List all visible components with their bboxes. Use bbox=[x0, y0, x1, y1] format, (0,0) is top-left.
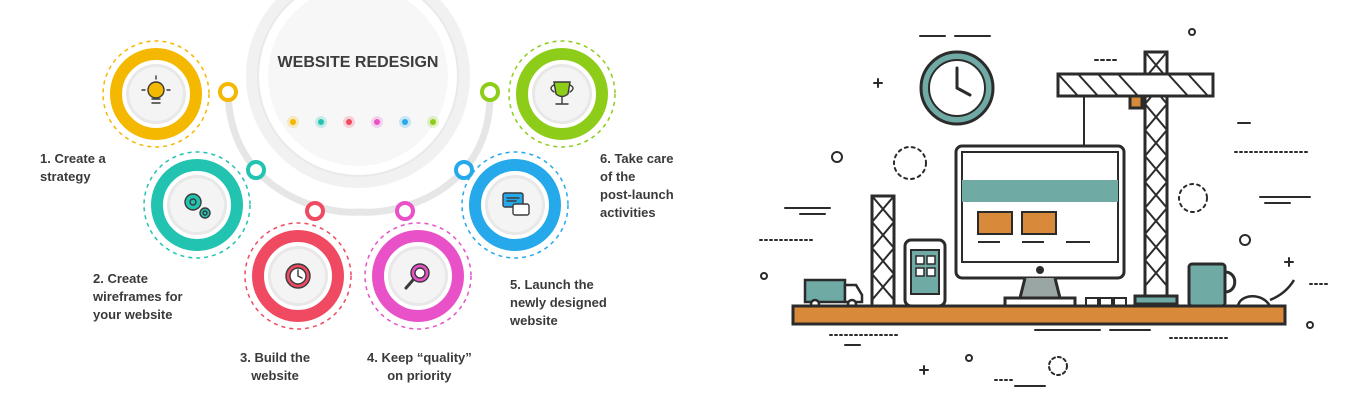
step-4-label: 4. Keep “quality” on priority bbox=[367, 350, 472, 383]
progress-dot bbox=[430, 119, 436, 125]
step-4-circle bbox=[364, 222, 472, 330]
step-5-label: 5. Launch the newly designed website bbox=[510, 277, 607, 328]
connector-dots bbox=[218, 82, 500, 221]
step-6-label: 6. Take care of the post-launch activiti… bbox=[600, 151, 674, 220]
clock-icon bbox=[919, 50, 995, 126]
progress-dot bbox=[290, 119, 296, 125]
connector-dot bbox=[395, 201, 415, 221]
step-circles bbox=[102, 40, 616, 330]
trophy-icon bbox=[550, 81, 574, 105]
mouse-icon bbox=[1236, 279, 1296, 308]
step-3-circle bbox=[244, 222, 352, 330]
gears-icon bbox=[184, 193, 211, 219]
clock-icon bbox=[285, 263, 311, 289]
step-6-circle bbox=[508, 40, 616, 148]
step-3-label: 3. Build the website bbox=[240, 350, 311, 383]
step-1-circle bbox=[102, 40, 210, 148]
center-disc bbox=[246, 0, 470, 188]
step-2-label: 2. Create wireframes for your website bbox=[93, 271, 183, 322]
connector-dot bbox=[480, 82, 500, 102]
scaffold-tower-icon bbox=[870, 194, 896, 308]
mug-icon bbox=[1187, 262, 1237, 308]
connector-dot bbox=[454, 160, 474, 180]
connector-dot bbox=[305, 201, 325, 221]
progress-dot bbox=[346, 119, 352, 125]
website-construction-illustration bbox=[759, 28, 1331, 387]
connector-dot bbox=[218, 82, 238, 102]
truck-icon bbox=[803, 278, 864, 310]
step-2-circle bbox=[143, 151, 251, 259]
monitor-icon bbox=[954, 144, 1126, 308]
progress-dot bbox=[374, 119, 380, 125]
desk bbox=[791, 304, 1287, 326]
progress-dot bbox=[402, 119, 408, 125]
progress-dot bbox=[318, 119, 324, 125]
connector-dot bbox=[246, 160, 266, 180]
phone-icon bbox=[903, 238, 947, 308]
lightbulb-icon bbox=[141, 75, 171, 104]
diagram-title: WEBSITE REDESIGN bbox=[277, 54, 439, 71]
chat-bubbles-icon bbox=[502, 192, 530, 216]
step-1-label: 1. Create a strategy bbox=[40, 151, 106, 184]
progress-dots bbox=[287, 116, 439, 128]
step-5-circle bbox=[461, 151, 569, 259]
magnifier-icon bbox=[404, 263, 430, 290]
